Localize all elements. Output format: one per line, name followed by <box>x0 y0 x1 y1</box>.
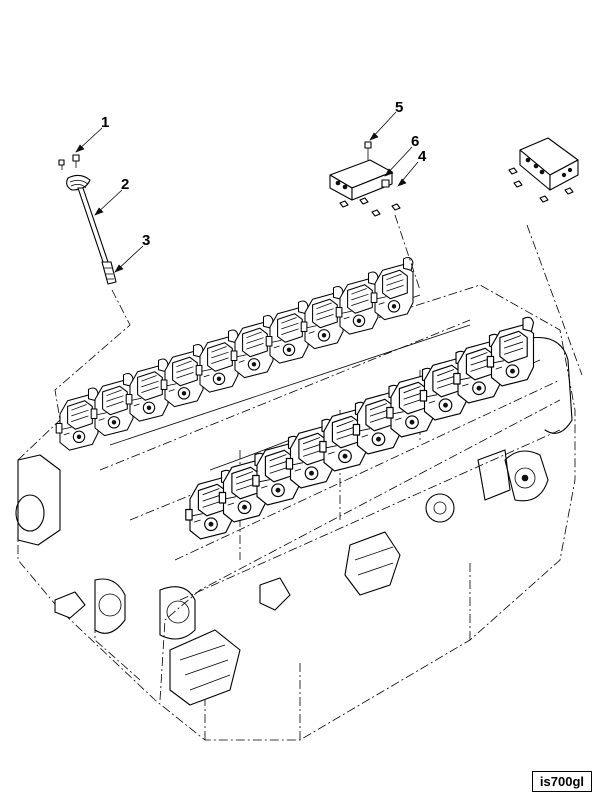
callout-3: 3 <box>142 232 150 249</box>
cylinder-head <box>160 344 204 408</box>
front-cylinder-bank <box>185 316 535 540</box>
cylinder-head <box>55 387 99 451</box>
callout-2: 2 <box>121 176 129 193</box>
engine-block <box>15 284 576 741</box>
figure-id-label: is700gl <box>531 771 592 792</box>
cylinder-head <box>230 315 274 379</box>
cylinder-head <box>125 358 169 422</box>
cylinder-head <box>370 257 414 321</box>
cylinder-head <box>300 286 344 350</box>
sensor-probe-assembly <box>54 154 131 421</box>
second-junction-box <box>508 137 583 376</box>
callout-5: 5 <box>395 99 403 116</box>
callout-6: 6 <box>411 133 419 150</box>
callout-leaders <box>75 111 419 273</box>
junction-box-assembly <box>329 141 421 291</box>
cylinder-head <box>335 271 379 335</box>
cylinder-head <box>195 329 239 393</box>
cylinder-head <box>90 373 134 437</box>
rear-cylinder-bank <box>55 257 414 451</box>
cylinder-head <box>265 300 309 364</box>
cylinder-head <box>486 316 535 387</box>
callout-4: 4 <box>418 148 427 165</box>
callout-1: 1 <box>101 114 109 131</box>
